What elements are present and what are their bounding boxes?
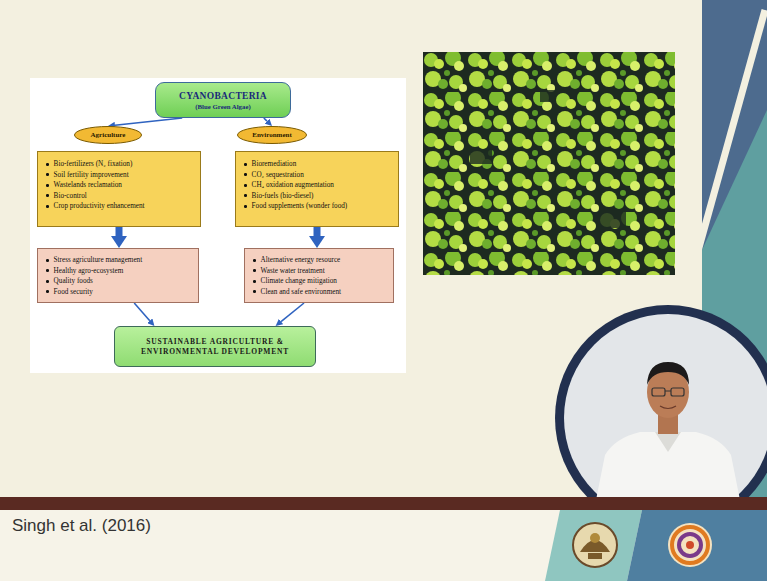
bullet-text: Waste water treatment — [261, 266, 325, 277]
bullet-row: Food security — [46, 287, 192, 298]
bullet-text: Quality foods — [54, 276, 93, 287]
bullet-row: Soil fertility improvement — [46, 170, 194, 181]
bullet-row: Alternative energy resource — [253, 255, 387, 266]
bullet-text: Climate change mitigation — [261, 276, 337, 287]
bullet-dot — [253, 259, 256, 262]
bullet-dot — [253, 269, 256, 272]
bullet-row: Bioremediation — [244, 159, 392, 170]
citation-label: Singh et al. (2016) — [12, 516, 151, 536]
bullet-row: Bio-control — [46, 191, 194, 202]
bullet-row: Clean and safe environment — [253, 287, 387, 298]
benefit-list-box: BioremediationCO₂ sequestrationCH₄ oxida… — [235, 151, 399, 227]
azolla-photo — [423, 52, 675, 275]
bullet-row: Healthy agro-ecosystem — [46, 266, 192, 277]
bullet-dot — [244, 163, 247, 166]
bullet-text: Stress agriculture management — [54, 255, 143, 266]
outcome-list-box: Stress agriculture managementHealthy agr… — [37, 248, 199, 303]
bullet-row: CH₄ oxidation augmentation — [244, 180, 392, 191]
category-ellipse: Environment — [237, 126, 307, 144]
bullet-text: Bio-fertilizers (N₂ fixation) — [54, 159, 133, 170]
bullet-row: Quality foods — [46, 276, 192, 287]
bullet-text: CH₄ oxidation augmentation — [252, 180, 334, 191]
flow-arrow — [116, 227, 123, 236]
category-ellipse: Agriculture — [74, 126, 142, 144]
bullet-dot — [46, 194, 49, 197]
bullet-text: Food supplements (wonder food) — [252, 201, 348, 212]
bullet-row: Waste water treatment — [253, 266, 387, 277]
bullet-text: Bioremediation — [252, 159, 297, 170]
box-label: (Blue Green Algae) — [195, 102, 250, 111]
box-label: SUSTAINABLE AGRICULTURE & ENVIRONMENTAL … — [130, 337, 300, 357]
bullet-row: CO₂ sequestration — [244, 170, 392, 181]
bullet-row: Bio-fuels (bio-diesel) — [244, 191, 392, 202]
category-label: Environment — [252, 131, 292, 139]
bullet-text: Alternative energy resource — [261, 255, 341, 266]
bullet-text: Food security — [54, 287, 93, 298]
bullet-text: Soil fertility improvement — [54, 170, 129, 181]
bullet-text: CO₂ sequestration — [252, 170, 304, 181]
benefit-list-box: Bio-fertilizers (N₂ fixation)Soil fertil… — [37, 151, 201, 227]
bullet-dot — [253, 290, 256, 293]
institute-logo — [573, 523, 617, 567]
bullet-dot — [253, 280, 256, 283]
flow-arrow — [314, 227, 321, 236]
presenter-video — [555, 305, 767, 497]
bullet-row: Crop productivity enhancement — [46, 201, 194, 212]
nptel-logo — [668, 523, 712, 567]
bullet-text: Bio-control — [54, 191, 87, 202]
bullet-text: Healthy agro-ecosystem — [54, 266, 124, 277]
bullet-dot — [46, 280, 49, 283]
bullet-text: Bio-fuels (bio-diesel) — [252, 191, 314, 202]
bullet-row: Food supplements (wonder food) — [244, 201, 392, 212]
bullet-dot — [46, 173, 49, 176]
bullet-row: Stress agriculture management — [46, 255, 192, 266]
goal-box: SUSTAINABLE AGRICULTURE & ENVIRONMENTAL … — [114, 326, 316, 367]
bullet-row: Wastelands reclamation — [46, 180, 194, 191]
bullet-dot — [244, 205, 247, 208]
flow-arrow — [281, 303, 304, 322]
bullet-row: Bio-fertilizers (N₂ fixation) — [46, 159, 194, 170]
bullet-dot — [244, 173, 247, 176]
bullet-text: Clean and safe environment — [261, 287, 341, 298]
category-label: Agriculture — [91, 131, 126, 139]
root-box: CYANOBACTERIA(Blue Green Algae) — [155, 82, 291, 118]
flow-arrow — [115, 118, 182, 125]
bullet-text: Wastelands reclamation — [54, 180, 122, 191]
bullet-text: Crop productivity enhancement — [54, 201, 145, 212]
flow-arrow — [264, 118, 267, 121]
bullet-dot — [244, 194, 247, 197]
flow-arrow — [134, 303, 150, 321]
bullet-dot — [46, 205, 49, 208]
bullet-dot — [46, 163, 49, 166]
bullet-dot — [46, 269, 49, 272]
bullet-dot — [46, 184, 49, 187]
bullet-dot — [46, 259, 49, 262]
bullet-row: Climate change mitigation — [253, 276, 387, 287]
bullet-dot — [46, 290, 49, 293]
bullet-dot — [244, 184, 247, 187]
box-label: CYANOBACTERIA — [179, 90, 267, 102]
outcome-list-box: Alternative energy resourceWaste water t… — [244, 248, 394, 303]
